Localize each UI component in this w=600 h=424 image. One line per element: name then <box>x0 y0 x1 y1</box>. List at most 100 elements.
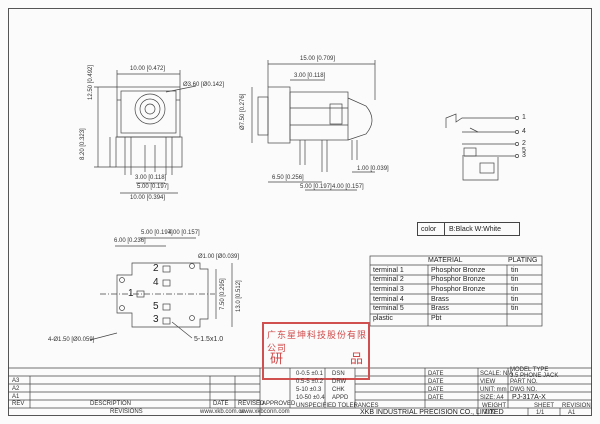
tolerance-2: 5-10 ±0.3 <box>296 387 322 393</box>
dim-front-pin2: 5.00 [0.197] <box>137 184 169 190</box>
schematic-pin-4: 4 <box>522 128 526 135</box>
unit-label: UNIT: mm <box>480 387 507 393</box>
row-part: terminal 4 <box>373 296 404 303</box>
rev-row: A2 <box>12 386 20 392</box>
dim-side-pin-a: 6.50 [0.256] <box>272 175 304 181</box>
pcb-pin-1: 1 <box>128 288 134 299</box>
rev-col: DATE <box>213 401 229 407</box>
rev-col: REVISED <box>238 401 265 407</box>
dim-front-base: 10.00 [0.394] <box>130 195 166 201</box>
revision-value: A1 <box>568 410 576 416</box>
tolerance-title: UNSPECIFIED TOLERANCES <box>296 403 379 409</box>
date-label: DATE <box>428 379 444 385</box>
rev-col: DESCRIPTION <box>90 401 132 407</box>
tolerance-3: 10-50 ±0.4 <box>296 395 325 401</box>
dim-side-pin-b: 5.00 [0.197] <box>300 184 332 190</box>
row-part: terminal 2 <box>373 276 404 283</box>
row-plating: tin <box>511 267 519 274</box>
stamp-company: 广东星坤科技股份有限公司 <box>267 330 368 353</box>
dim-pcb-b: 5.00 [0.197] <box>141 230 173 236</box>
dim-front-side: 8.20 [0.323] <box>80 128 86 160</box>
sheet-value: 1/1 <box>536 410 545 416</box>
pcb-layout-drawing <box>89 237 233 341</box>
company-name: XKB INDUSTRIAL PRECISION CO., LIMITED <box>360 409 504 416</box>
schematic-pin-1: 1 <box>522 114 526 121</box>
role-drw: DRW <box>332 379 347 385</box>
revisions-header: REVISIONS <box>110 409 143 415</box>
tolerance-0: 0-0.5 ±0.1 <box>296 371 323 377</box>
dim-side-length: 15.00 [0.709] <box>300 56 336 62</box>
row-plating: tin <box>511 286 519 293</box>
scale-label: SCALE: N/A <box>480 371 514 377</box>
company-stamp: 广东星坤科技股份有限公司 研 品 <box>262 322 370 380</box>
row-plating: tin <box>511 276 519 283</box>
date-label: DATE <box>428 395 444 401</box>
date-label: DATE <box>428 371 444 377</box>
row-material: Phosphor Bronze <box>431 267 486 274</box>
row-part: terminal 5 <box>373 305 404 312</box>
row-part: plastic <box>373 315 393 322</box>
dim-pcb-a: 6.00 [0.236] <box>114 238 146 244</box>
weight-label: WEIGHT <box>482 403 506 409</box>
row-material: Brass <box>431 296 449 303</box>
row-part: terminal 1 <box>373 267 404 274</box>
color-label: color <box>421 226 437 233</box>
dim-front-height: 12.50 [0.492] <box>88 64 94 100</box>
dwg-label: DWG NO. <box>510 387 537 393</box>
color-value: B:Black W:White <box>449 226 501 233</box>
schematic-pin-3: 3 <box>522 152 526 159</box>
view-label: VIEW <box>480 379 496 385</box>
drawing-frame <box>8 8 592 416</box>
model-label: MODEL TYPE <box>510 367 549 373</box>
stamp-left: 研 <box>270 351 284 366</box>
stamp-right: 品 <box>350 351 364 366</box>
material-header: MATERIAL <box>428 257 463 264</box>
dim-pcb-hole: Ø1.00 [Ø0.039] <box>198 254 240 260</box>
model-value: 3.5 PHONE JACK <box>510 373 559 379</box>
dim-side-right: 1.00 [0.039] <box>357 166 389 172</box>
website: www.xkb.com.cn <box>200 409 245 415</box>
row-material: Pbt <box>431 315 442 322</box>
side-view-drawing <box>251 60 376 191</box>
dim-pcb-side2: 13.0 [0.512] <box>236 280 242 312</box>
row-material: Phosphor Bronze <box>431 276 486 283</box>
row-plating: tin <box>511 305 519 312</box>
date-label: DATE <box>428 387 444 393</box>
dim-pcb-slot: 4-Ø1.50 [Ø0.059] <box>48 337 95 343</box>
color-box: color B:Black W:White <box>417 222 520 236</box>
rev-col: REV <box>12 401 25 407</box>
rev-row: A1 <box>12 394 20 400</box>
schematic-pin-5: 5 <box>522 147 526 154</box>
schematic-drawing <box>445 113 519 181</box>
front-view-drawing <box>94 70 197 194</box>
size-label: SIZE: A4 <box>480 395 504 401</box>
row-plating: tin <box>511 296 519 303</box>
role-dsn: DSN <box>332 371 345 377</box>
role-chk: CHK <box>332 387 345 393</box>
row-material: Phosphor Bronze <box>431 286 486 293</box>
role-appd: APPD <box>332 395 349 401</box>
dim-side-pin-c: 4.00 [0.157] <box>332 184 364 190</box>
dim-pcb-c: 4.00 [0.157] <box>168 230 200 236</box>
dwg-value: PJ-317A-X <box>512 394 546 401</box>
pcb-pin-2: 2 <box>153 263 159 274</box>
rev-col: APPROVED <box>262 401 296 407</box>
dim-side-top: 3.00 [0.118] <box>294 73 326 79</box>
pcb-pin-5: 5 <box>153 301 159 312</box>
part-label: PART NO. <box>510 379 538 385</box>
weight-value: T.09 <box>484 410 496 416</box>
pcb-slot-label: 5-1.5x1.0 <box>194 336 224 343</box>
pcb-pin-4: 4 <box>153 277 159 288</box>
tolerance-1: 0.5-5 ±0.2 <box>296 379 323 385</box>
rev-row: A3 <box>12 378 20 384</box>
material-table-lines <box>369 255 543 327</box>
dim-front-hole: Ø3.60 [Ø0.142] <box>183 82 225 88</box>
schematic-pin-2: 2 <box>522 140 526 147</box>
pcb-pin-3: 3 <box>153 314 159 325</box>
row-part: terminal 3 <box>373 286 404 293</box>
dim-front-pin1: 3.00 [0.118] <box>135 175 167 181</box>
sheet-label: SHEET <box>534 403 555 409</box>
row-material: Brass <box>431 305 449 312</box>
dim-front-width: 10.00 [0.472] <box>130 66 166 72</box>
